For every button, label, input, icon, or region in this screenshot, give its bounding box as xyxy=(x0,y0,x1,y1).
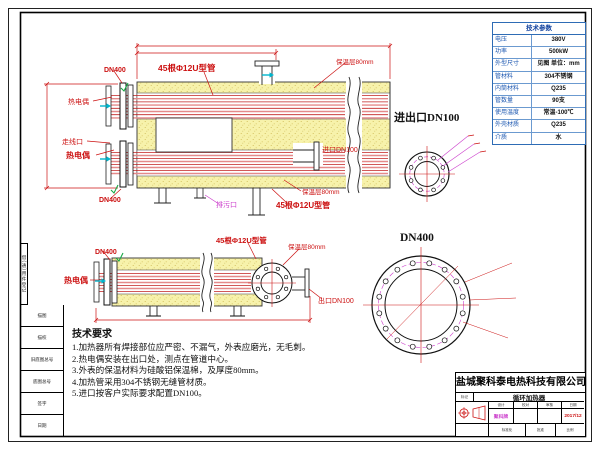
param-value: 90支 xyxy=(552,97,565,104)
brand-name: 聚科牌 xyxy=(489,409,514,424)
end-flange-circle xyxy=(248,259,296,307)
drain-nozzle xyxy=(194,188,206,199)
param-value: 水 xyxy=(555,134,562,141)
title-cell-blank xyxy=(514,409,538,424)
param-label: 管数量 xyxy=(493,95,532,108)
title-block: 盐城聚科泰电热科技有限公司 标记 循环加热器 设计 校对 审核 日期 聚科牌 2… xyxy=(455,372,586,437)
title-cell-label: 比例 xyxy=(566,427,574,432)
label-dn400-bottom: DN400 xyxy=(95,249,117,256)
supports-bottom xyxy=(146,306,245,317)
label-outlet-dn100: 出口DN100 xyxy=(318,296,354,305)
tech-params-table: 技术参数 电压 380V 功率 500kW 外型尺寸见图 单位：mm 管材料 304不… xyxy=(492,22,586,145)
tech-requirement-item: 3.外表的保温材料为硅酸铝保温棉，及厚度80mm。 xyxy=(72,365,264,376)
title-cell-label: 审核 xyxy=(538,402,562,409)
dn100-flange-view xyxy=(399,134,487,202)
table-row: 管材料 304不锈钢 xyxy=(493,71,585,84)
title-cell-label: 批准 xyxy=(526,424,556,436)
tech-requirement-item: 2.热电偶安装在出口处，测点在管道中心。 xyxy=(72,353,234,364)
mark-cell: 标记 xyxy=(456,393,474,402)
frame-block-label: 借(通)用件登记 xyxy=(20,243,28,305)
inlet-nozzle xyxy=(293,141,323,171)
param-label: 外壳材质 xyxy=(493,120,532,132)
tech-params-title: 技术参数 xyxy=(493,23,585,35)
label-inlet-dn100: 进口DN100 xyxy=(322,146,358,154)
table-row: 功率 500kW xyxy=(493,47,585,60)
connection-chamber xyxy=(155,117,233,153)
param-value: Q235 xyxy=(551,122,566,129)
leader-lines xyxy=(86,62,346,300)
title-cell-label: 设计 xyxy=(489,402,514,409)
param-value: 380V xyxy=(551,37,566,43)
label-tube-bundle-mid: 45根Φ12U型管 xyxy=(276,200,330,210)
table-row: 使用温度 常温-100℃ xyxy=(493,108,585,121)
param-value: Q235 xyxy=(551,85,566,92)
title-cell-blank xyxy=(538,409,562,424)
label-insulation-bottom: 保温层80mm xyxy=(288,242,326,251)
param-label: 功率 xyxy=(493,47,532,59)
frame-block-label: 描校 xyxy=(20,327,64,349)
title-block-grid: 标记 循环加热器 设计 校对 审核 日期 聚科牌 2017/12 标准化 批准 … xyxy=(456,393,585,437)
label-insulation-mid: 保温层80mm xyxy=(302,187,340,196)
frame-block-label: 旧底图总号 xyxy=(20,349,64,371)
table-row: 外型尺寸见图 单位：mm xyxy=(493,59,585,72)
label-insulation-top: 保温层80mm xyxy=(336,57,374,66)
param-label: 外型尺寸 xyxy=(493,59,532,71)
tech-requirements: 技术要求 1.加热器所有焊接部位应严密、不漏气，外表应磨光，无毛刺。 2.热电偶… xyxy=(72,325,384,400)
top-assembly-view xyxy=(105,60,391,216)
element-flange-bottom xyxy=(93,258,118,306)
tech-requirement-item: 1.加热器所有焊接部位应严密、不漏气，外表应磨光，无毛刺。 xyxy=(72,342,311,352)
label-tube-bundle-top: 45根Φ12U型管 xyxy=(158,63,216,73)
frame-block-label: 底图总号 xyxy=(20,371,64,393)
tech-requirement-item: 5.进口按客户实际要求配置DN100。 xyxy=(72,388,207,399)
param-label: 使用温度 xyxy=(493,108,532,120)
drain-leader xyxy=(204,194,220,205)
param-value: 500kW xyxy=(548,49,568,56)
element-flange-mid xyxy=(105,140,134,188)
param-value: 常温-100℃ xyxy=(543,110,574,117)
param-value: 见图 单位：mm xyxy=(537,61,580,68)
label-tube-bundle-bottom: 45根Φ12U型管 xyxy=(216,235,267,245)
frame-block-label: 签字 xyxy=(20,393,64,415)
surface-mark-icons xyxy=(110,82,129,262)
table-row: 介质 水 xyxy=(493,132,585,144)
table-row: 管数量 90支 xyxy=(493,95,585,109)
left-frame-blocks: 借(通)用件登记 描图 描校 旧底图总号 底图总号 签字 日期 xyxy=(20,243,64,437)
title-cell-label: 标准化 xyxy=(489,424,526,436)
label-thermocouple-bottom: 热电偶 xyxy=(64,275,88,285)
param-label: 介质 xyxy=(493,132,532,144)
dn400-flange-view xyxy=(363,247,517,363)
tech-requirement-item: 4.加热管采用304不锈钢无缝管材质。 xyxy=(72,376,212,387)
drawing-date: 2017/12 xyxy=(562,409,584,424)
label-thermocouple-mid: 热电偶 xyxy=(66,150,90,160)
param-label: 内筒材料 xyxy=(493,83,532,95)
title-cell-blank xyxy=(456,424,489,436)
company-name: 盐城聚科泰电热科技有限公司 xyxy=(456,373,585,393)
param-label: 管材料 xyxy=(493,71,532,83)
frame-block-label: 描图 xyxy=(20,305,64,327)
label-dn400-mid: DN400 xyxy=(99,197,121,204)
label-inout-dn100: 进出口DN100 xyxy=(394,110,460,124)
product-name: 循环加热器 xyxy=(474,393,584,402)
label-drain-port: 排污口 xyxy=(216,200,237,209)
title-cell-label: 校对 xyxy=(514,402,538,409)
param-value: 304不锈钢 xyxy=(544,73,573,80)
label-dn400-view: DN400 xyxy=(400,232,434,244)
table-row: 外壳材质 Q235 xyxy=(493,120,585,133)
title-cell-label: 日期 xyxy=(562,402,584,409)
table-row: 内筒材料 Q235 xyxy=(493,83,585,96)
table-row: 电压 380V xyxy=(493,35,585,48)
outlet-nozzle xyxy=(292,268,310,298)
flow-arrow-icons xyxy=(95,72,274,284)
param-label: 电压 xyxy=(493,35,532,47)
frame-block-label: 日期 xyxy=(20,415,64,437)
projection-symbol-cell xyxy=(456,402,489,424)
tech-requirements-title: 技术要求 xyxy=(72,329,112,340)
label-wiring-port: 走线口 xyxy=(62,137,83,146)
projection-symbol-icon xyxy=(457,404,485,421)
supports-top xyxy=(154,188,265,216)
dimension-lines xyxy=(44,43,393,323)
label-dn400-top: DN400 xyxy=(104,67,126,74)
bottom-assembly-view xyxy=(93,252,310,317)
label-thermocouple-top: 热电偶 xyxy=(68,97,89,106)
